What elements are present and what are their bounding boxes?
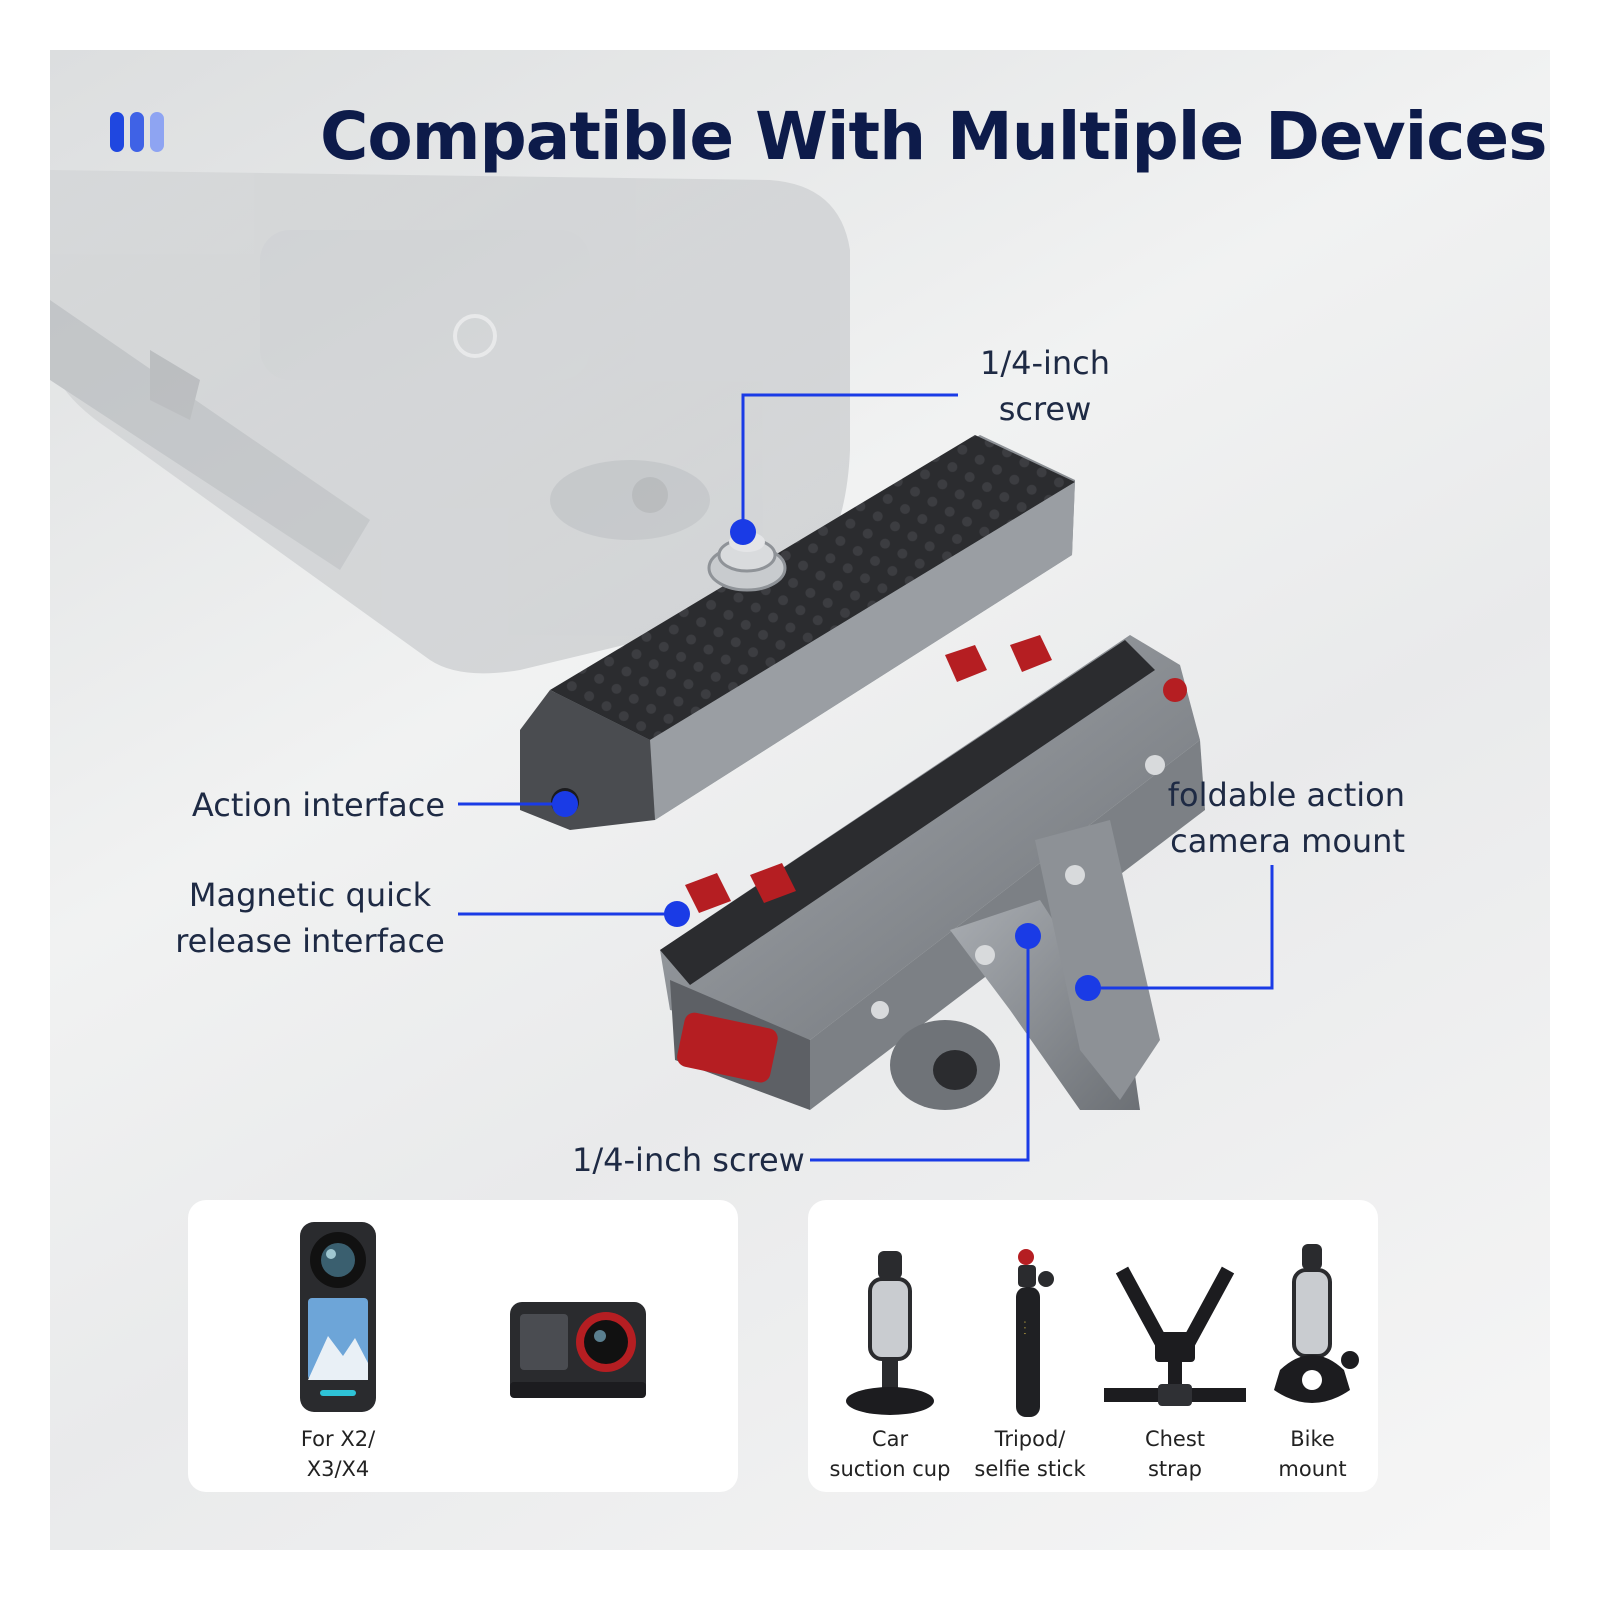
callout-text: 1/4-inch	[979, 344, 1111, 382]
caption: Bike mount	[1250, 1424, 1375, 1484]
callout-screw-top: 1/4-inch screw	[950, 340, 1140, 432]
caption: Car suction cup	[820, 1424, 960, 1484]
tripod-icon: · · ·	[1016, 1249, 1054, 1417]
accessory-item: · · · Tripod/ selfie stick	[960, 1200, 1100, 1492]
bike-mount-icon	[1274, 1244, 1359, 1403]
caption-line: Tripod/	[994, 1427, 1066, 1451]
caption-line: mount	[1278, 1457, 1347, 1481]
camera-item	[488, 1200, 668, 1492]
caption-line: Bike	[1290, 1427, 1335, 1451]
camera-body-silhouette	[50, 170, 850, 674]
caption-line: X3/X4	[306, 1457, 370, 1481]
caption-line: strap	[1147, 1457, 1202, 1481]
callout-dot	[1015, 923, 1041, 949]
caption: Chest strap	[1100, 1424, 1250, 1484]
accessory-item: Car suction cup	[820, 1200, 960, 1492]
caption-line: For X2/	[300, 1427, 376, 1451]
callout-text: foldable action	[1167, 776, 1405, 814]
page-title: Compatible With Multiple Devices	[320, 98, 1547, 175]
callout-screw-bottom: 1/4-inch screw	[572, 1137, 805, 1183]
brand-bar	[150, 112, 164, 152]
caption: Tripod/ selfie stick	[960, 1424, 1100, 1484]
callout-text: camera mount	[1170, 822, 1405, 860]
svg-text:· · ·: · · ·	[1021, 1321, 1031, 1335]
bottom-magnetic-mount	[660, 635, 1205, 1110]
callout-text: Action interface	[191, 786, 445, 824]
product-canvas: Compatible With Multiple Devices	[50, 50, 1550, 1550]
callout-text: Magnetic quick	[188, 876, 432, 914]
camera-item: For X2/ X3/X4	[258, 1200, 418, 1492]
action-camera-x-icon	[300, 1222, 376, 1412]
caption-line: selfie stick	[974, 1457, 1086, 1481]
suction-cup-icon	[846, 1251, 934, 1415]
caption-line: Chest	[1144, 1427, 1206, 1451]
brand-bars-icon	[110, 112, 164, 152]
callout-text: screw	[998, 390, 1092, 428]
callout-text: release interface	[175, 922, 445, 960]
caption: For X2/ X3/X4	[258, 1424, 418, 1484]
accessory-item: Chest strap	[1100, 1200, 1250, 1492]
accessory-item: Bike mount	[1250, 1200, 1375, 1492]
chest-strap-icon	[1104, 1266, 1246, 1406]
product-illustration	[50, 170, 1274, 1162]
callout-lines	[458, 393, 1274, 1162]
callout-dot	[552, 791, 578, 817]
callout-action-interface: Action interface	[150, 782, 445, 828]
caption-line: suction cup	[829, 1457, 951, 1481]
caption-line: Car	[871, 1427, 909, 1451]
callout-foldable-mount: foldable action camera mount	[1130, 772, 1405, 864]
action-camera-ace-icon	[510, 1302, 646, 1398]
brand-bar	[130, 112, 144, 152]
brand-bar	[110, 112, 124, 152]
callout-dot	[664, 901, 690, 927]
callout-dot	[730, 519, 756, 545]
callout-text: 1/4-inch screw	[572, 1141, 805, 1179]
cameras-panel: For X2/ X3/X4	[188, 1200, 738, 1492]
callout-magnetic-release: Magnetic quick release interface	[150, 872, 470, 964]
callout-dots	[552, 519, 1101, 1001]
callout-dot	[1075, 975, 1101, 1001]
accessories-panel: Car suction cup · · · Tripod/ selfie sti…	[808, 1200, 1378, 1492]
